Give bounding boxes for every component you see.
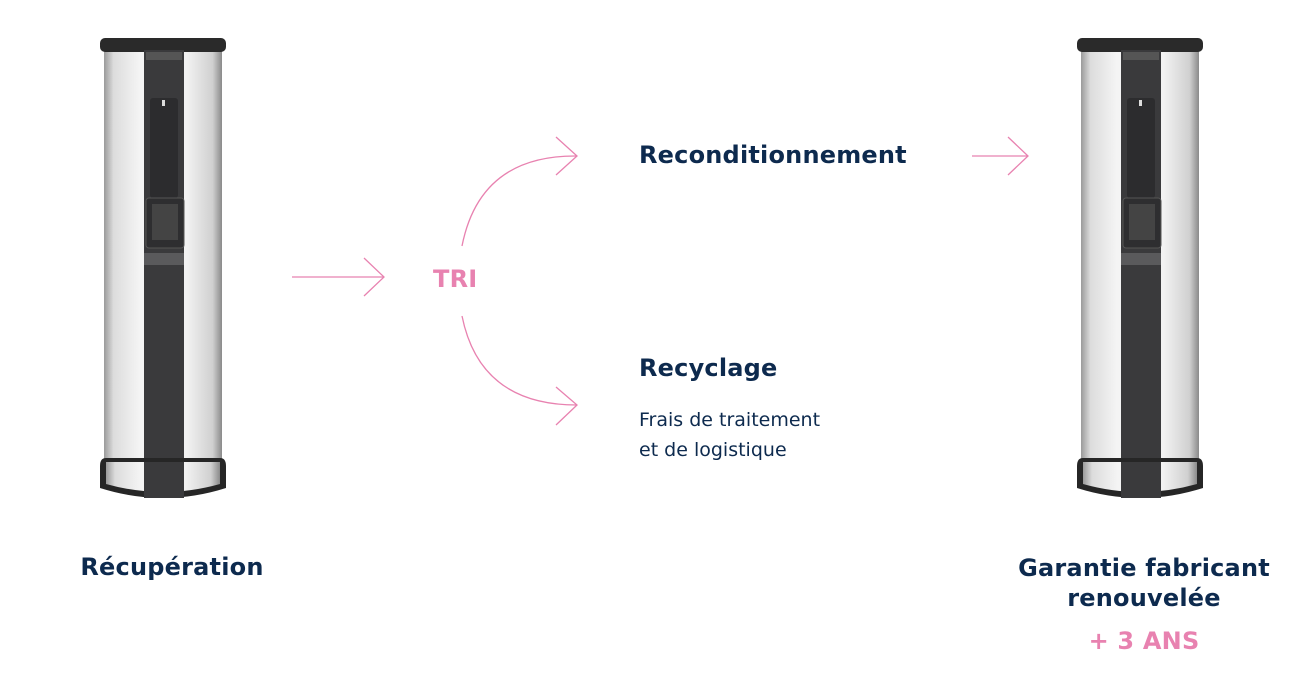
refurbishing-label: Reconditionnement: [639, 141, 907, 169]
warranty-badge: + 3 ANS: [1088, 627, 1200, 655]
arrow-to-recycling: [461, 315, 578, 426]
warranty-label-line1: Garantie fabricant: [1018, 554, 1270, 582]
water-dispenser-image-after: [1077, 38, 1203, 498]
warranty-label-line2: renouvelée: [1067, 584, 1221, 612]
sorting-label: TRI: [433, 265, 478, 293]
recycling-label: Recyclage: [639, 354, 778, 382]
arrow-to-warranty: [972, 136, 1029, 176]
arrow-to-refurbishing: [461, 136, 578, 247]
arrow-to-sorting: [292, 257, 385, 297]
water-dispenser-image-before: [100, 38, 226, 498]
recycling-note-line2: et de logistique: [639, 439, 787, 461]
recycling-note-line1: Frais de traitement: [639, 409, 821, 431]
recovery-label: Récupération: [80, 553, 264, 581]
